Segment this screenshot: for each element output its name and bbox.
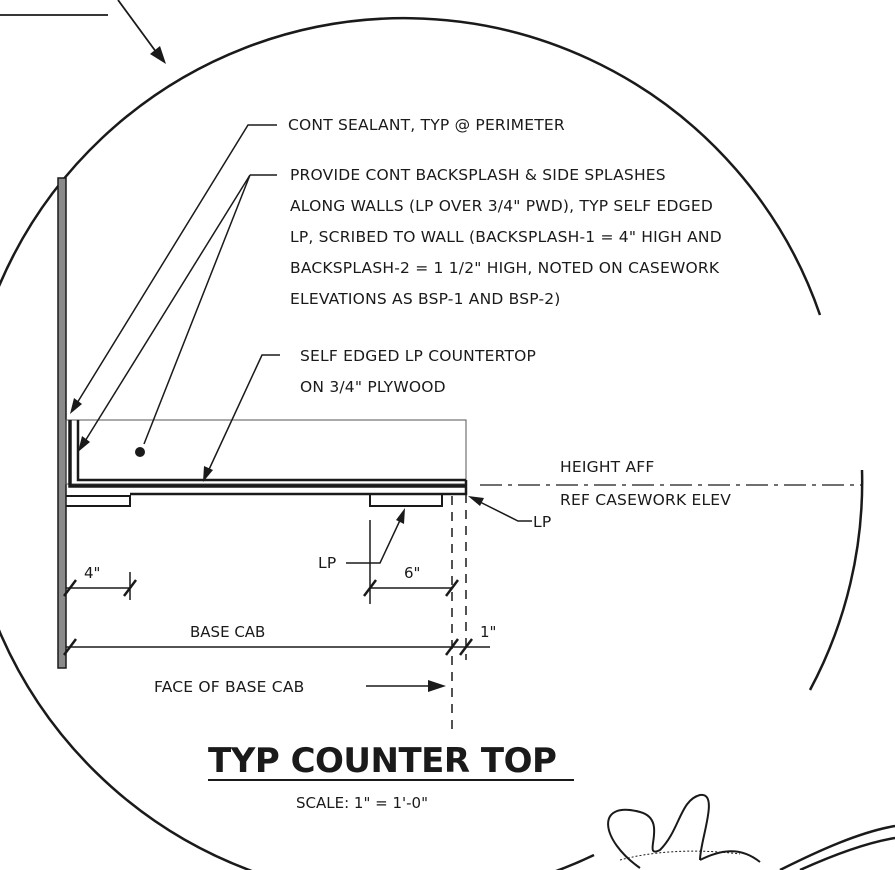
dim-4-tick-a xyxy=(63,579,77,597)
dim-base-cab-tick-b xyxy=(445,638,459,656)
note-backsplash-line-5: ELEVATIONS AS BSP-1 AND BSP-2) xyxy=(290,290,561,308)
sealant-dot xyxy=(135,447,145,457)
detail-circle-lower-right xyxy=(808,469,864,691)
backsplash-inner xyxy=(76,420,466,482)
note-countertop-line-1: SELF EDGED LP COUNTERTOP xyxy=(300,347,536,365)
lp-edge-leader xyxy=(475,499,532,522)
backsplash-leader-a xyxy=(81,174,251,447)
dim-1-tick xyxy=(459,638,473,656)
dim-4-tick-b xyxy=(123,579,137,597)
left-support xyxy=(66,495,131,507)
dim-6-label: 6" xyxy=(404,564,420,582)
backsplash-leader-b xyxy=(143,174,251,445)
sealant-arrowhead xyxy=(70,398,82,414)
note-backsplash-line-1: PROVIDE CONT BACKSPLASH & SIDE SPLASHES xyxy=(290,166,666,184)
signature-flourish xyxy=(779,824,895,870)
backsplash-outline xyxy=(65,419,467,485)
sealant-leader xyxy=(73,124,277,409)
seal-texture xyxy=(619,850,741,861)
countertop-arrowhead xyxy=(203,466,213,482)
note-lp-support: LP xyxy=(318,554,336,572)
detail-circle xyxy=(0,16,822,870)
note-sealant: CONT SEALANT, TYP @ PERIMETER xyxy=(288,116,565,134)
countertop-leader xyxy=(205,354,280,477)
note-backsplash-line-3: LP, SCRIBED TO WALL (BACKSPLASH-1 = 4" H… xyxy=(290,228,722,246)
dim-1-label: 1" xyxy=(480,623,496,641)
lp-support-arrowhead xyxy=(396,508,405,524)
note-lp-edge: LP xyxy=(533,513,551,531)
dim-4-label: 4" xyxy=(84,564,100,582)
callout-arrowhead xyxy=(150,46,166,64)
note-backsplash-line-4: BACKSPLASH-2 = 1 1/2" HIGH, NOTED ON CAS… xyxy=(290,259,720,277)
backsplash-arrowhead-a xyxy=(78,436,90,452)
note-face-of-base-cab: FACE OF BASE CAB xyxy=(154,678,304,696)
dim-6-tick-a xyxy=(363,579,377,597)
backsplash xyxy=(68,420,466,488)
signature xyxy=(607,793,761,869)
right-support xyxy=(369,494,443,507)
note-height-aff: HEIGHT AFF xyxy=(560,458,655,476)
drawing-title: TYP COUNTER TOP xyxy=(208,741,556,781)
note-countertop-line-2: ON 3/4" PLYWOOD xyxy=(300,378,446,396)
drawing-scale: SCALE: 1" = 1'-0" xyxy=(296,794,428,812)
dim-6-tick-b xyxy=(445,579,459,597)
lp-edge-arrowhead xyxy=(468,496,484,506)
face-of-base-cab-arrowhead xyxy=(428,680,446,692)
note-backsplash-line-2: ALONG WALLS (LP OVER 3/4" PWD), TYP SELF… xyxy=(290,197,713,215)
note-ref-casework: REF CASEWORK ELEV xyxy=(560,491,731,509)
callout-leader-diagonal xyxy=(117,0,163,61)
lp-support-leader xyxy=(346,515,403,564)
dim-base-cab-label: BASE CAB xyxy=(190,623,265,641)
dim-base-cab-tick-a xyxy=(63,638,77,656)
